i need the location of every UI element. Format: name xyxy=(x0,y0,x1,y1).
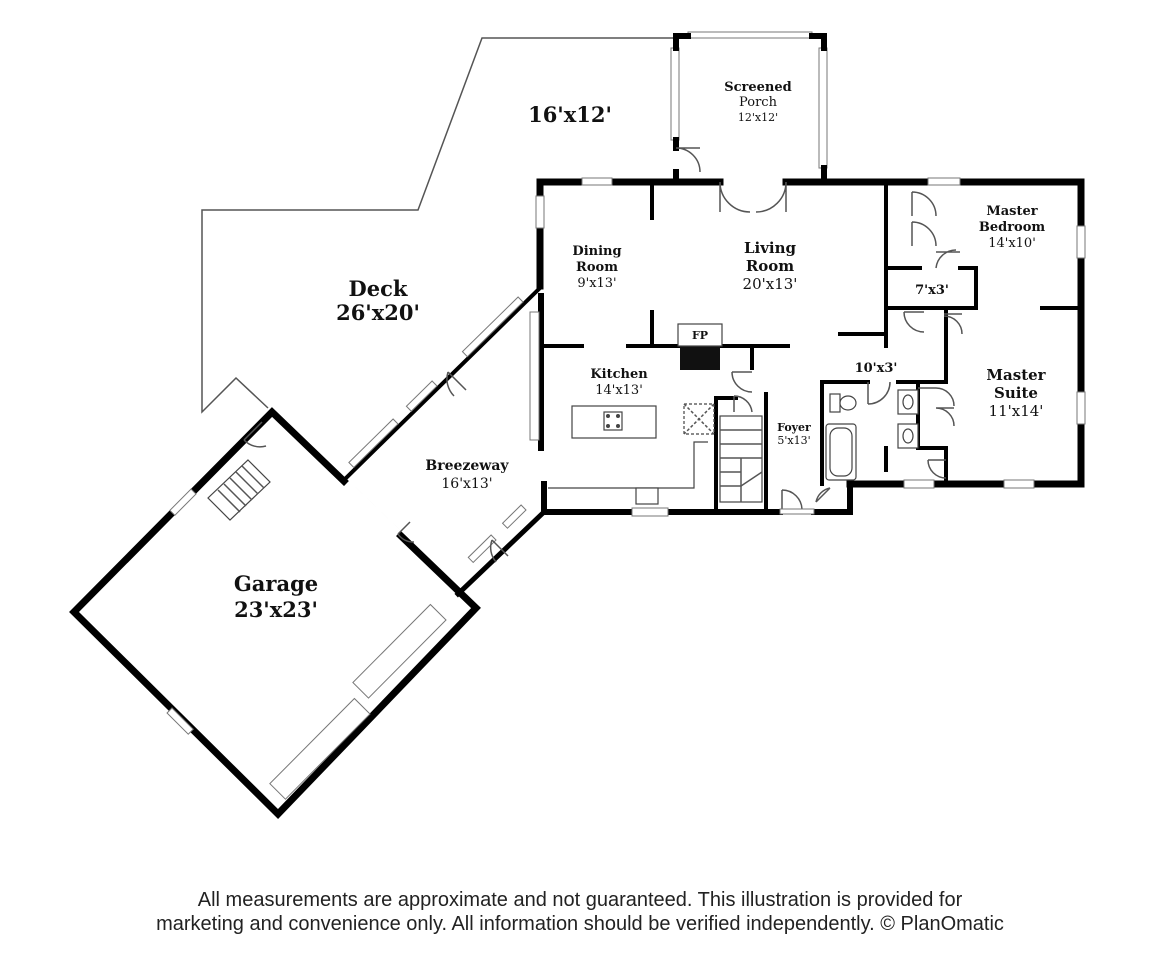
interior-walls xyxy=(543,184,1080,510)
fireplace: FP xyxy=(677,323,723,370)
master-suite-name-2: Suite xyxy=(994,384,1038,402)
foyer-dim: 5'x13' xyxy=(777,434,810,447)
living-room-dim: 20'x13' xyxy=(743,275,798,293)
dining-room-name-1: Dining xyxy=(572,244,621,259)
screened-porch-name-2: Porch xyxy=(739,95,778,110)
master-bedroom-dim: 14'x10' xyxy=(988,236,1036,251)
screened-porch-name-1: Screened xyxy=(724,80,792,95)
master-bedroom-name-2: Bedroom xyxy=(979,220,1046,235)
garage-dim: 23'x23' xyxy=(234,597,318,622)
garage-stairs xyxy=(207,459,271,521)
french-doors xyxy=(719,181,787,213)
kitchen-fixtures xyxy=(548,403,715,505)
deck-dim: 26'x20' xyxy=(336,300,420,325)
fireplace-label: FP xyxy=(692,329,708,342)
garage-name: Garage xyxy=(234,571,318,596)
breezeway-walls xyxy=(343,285,548,598)
living-room-name-2: Room xyxy=(746,257,794,275)
master-suite-name-1: Master xyxy=(986,366,1046,384)
master-suite-dim: 11'x14' xyxy=(989,402,1044,420)
disclaimer-line-1: All measurements are approximate and not… xyxy=(197,889,963,911)
dining-room-dim: 9'x13' xyxy=(577,276,616,291)
stairs xyxy=(719,415,763,503)
room-labels: 16'x12' Screened Porch 12'x12' Deck 26'x… xyxy=(234,80,1047,622)
deck-name: Deck xyxy=(349,276,408,301)
dining-room-name-2: Room xyxy=(576,260,618,275)
living-room-name-1: Living xyxy=(744,239,797,257)
garage-walls xyxy=(69,407,481,819)
bath-fixtures xyxy=(825,389,919,481)
kitchen-dim: 14'x13' xyxy=(595,383,643,398)
front-door xyxy=(779,487,831,515)
floor-plan: FP xyxy=(69,31,1086,819)
foyer-name: Foyer xyxy=(777,421,811,434)
main-house-windows xyxy=(529,177,1086,517)
deck-upper-dim: 16'x12' xyxy=(528,102,612,127)
deck-outline xyxy=(201,36,677,414)
master-bedroom-name-1: Master xyxy=(986,204,1037,219)
disclaimer-line-2: marketing and convenience only. All info… xyxy=(156,913,1004,935)
kitchen-name: Kitchen xyxy=(590,367,648,382)
hall-dim: 10'x3' xyxy=(855,361,898,376)
breezeway-dim: 16'x13' xyxy=(441,476,492,492)
disclaimer: All measurements are approximate and not… xyxy=(0,888,1160,936)
screened-porch-dim: 12'x12' xyxy=(738,111,778,124)
closet-dim: 7'x3' xyxy=(915,283,949,298)
breezeway-name: Breezeway xyxy=(425,458,509,474)
